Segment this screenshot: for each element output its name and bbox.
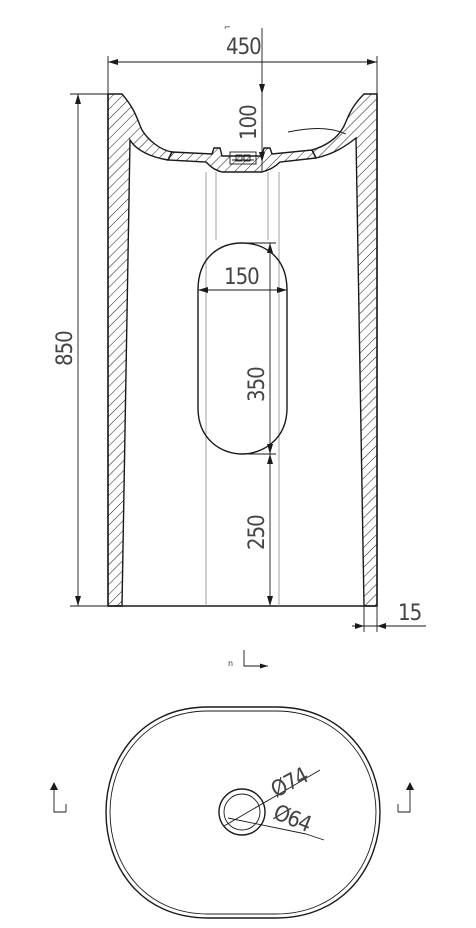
dimension-opening-height: 350 250 [242, 242, 276, 606]
height-label: 850 [53, 331, 78, 366]
right-wall-section [310, 93, 378, 607]
drain-inner-circle [223, 793, 261, 831]
section-markers: n [50, 650, 414, 813]
basin-outline-outer [105, 706, 381, 919]
wall-thickness-label: 15 [398, 601, 421, 626]
opening-width-label: 150 [224, 265, 259, 290]
base-height-label: 250 [245, 515, 270, 550]
section-mark-top: ⌐ [224, 23, 231, 32]
drain-fitting [229, 151, 257, 165]
opening-height-label: 350 [245, 367, 270, 402]
drain-inner-diameter-label: Ø64 [270, 800, 315, 837]
left-wall-section [107, 93, 174, 607]
dimension-height: 850 [53, 93, 108, 607]
dimension-opening-width: 150 [198, 265, 287, 293]
side-elevation [107, 93, 378, 607]
sketch-stroke [287, 128, 347, 135]
dimension-wall-thickness: 15 [352, 601, 426, 632]
drain-outer-circle [218, 788, 266, 836]
dimension-width: 450 ⌐ [107, 23, 378, 94]
basin-outline-inner [109, 710, 377, 915]
plan-view: Ø74 Ø64 [105, 706, 381, 919]
section-letter: n [228, 659, 233, 668]
width-label: 450 [226, 35, 261, 60]
dimension-bowl-depth: 100 [237, 28, 265, 172]
bowl-depth-label: 100 [237, 105, 262, 140]
